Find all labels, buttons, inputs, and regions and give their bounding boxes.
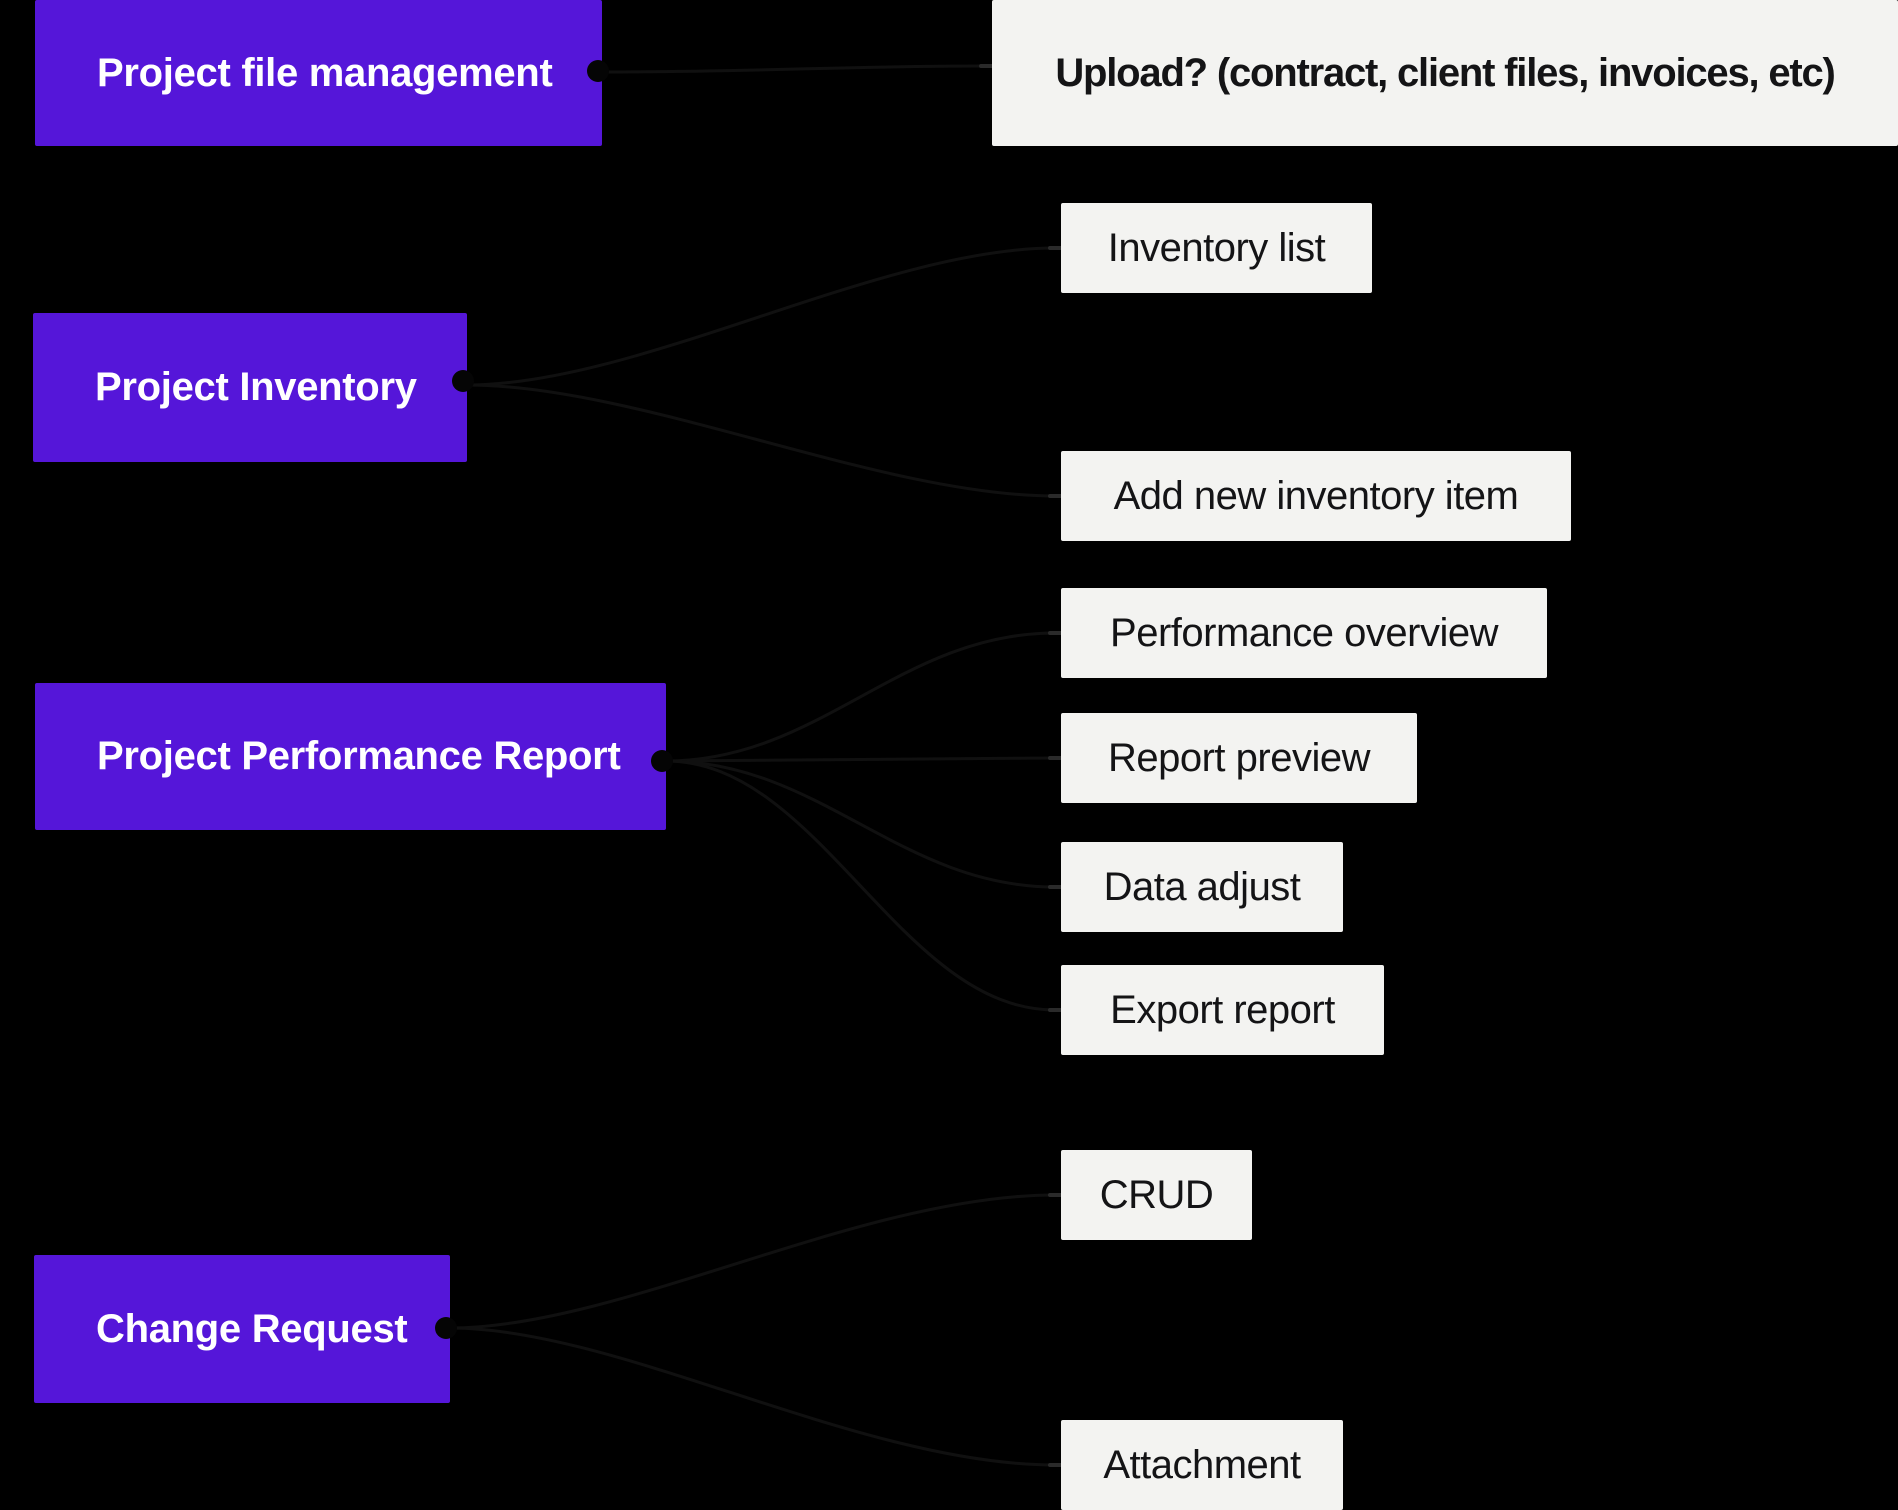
connector-line-inventory-inventory-list	[466, 246, 1056, 387]
connector-stub-data-adjust	[1048, 885, 1064, 889]
node-inventory-list[interactable]: Inventory list	[1061, 203, 1372, 293]
connector-line-change-request-attachment	[449, 1326, 1056, 1467]
connector-stub-add-new-inventory-item	[1048, 494, 1064, 498]
node-label: Data adjust	[1103, 864, 1301, 909]
node-upload[interactable]: Upload? (contract, client files, invoice…	[992, 0, 1898, 146]
node-label: Export report	[1110, 987, 1335, 1032]
node-label: Project Performance Report	[97, 734, 621, 778]
node-label: Change Request	[96, 1306, 408, 1351]
connector-stub-inventory-list	[1048, 246, 1064, 250]
connector-line-performance-overview	[665, 631, 1056, 763]
node-label: Project file management	[97, 50, 553, 95]
connector-line-inventory-add-new-item	[466, 383, 1056, 498]
connector-line-file-management-upload	[601, 64, 987, 74]
node-label: Attachment	[1103, 1442, 1301, 1487]
node-project-performance-report[interactable]: Project Performance Report	[35, 683, 666, 830]
connector-line-change-request-crud	[449, 1193, 1056, 1330]
node-performance-overview[interactable]: Performance overview	[1061, 588, 1547, 678]
connector-stub-crud	[1048, 1193, 1064, 1197]
node-label: CRUD	[1099, 1172, 1214, 1217]
connector-line-performance-data-adjust	[665, 759, 1056, 889]
node-report-preview[interactable]: Report preview	[1061, 713, 1417, 803]
connector-dot-project-inventory[interactable]	[452, 370, 474, 392]
node-crud[interactable]: CRUD	[1061, 1150, 1252, 1240]
connector-dot-project-file-management[interactable]	[587, 60, 609, 82]
node-label: Inventory list	[1107, 225, 1326, 270]
connector-stub-performance-overview	[1048, 631, 1064, 635]
node-label: Performance overview	[1110, 610, 1498, 655]
connector-line-performance-export-report	[665, 759, 1056, 1012]
connector-stub-upload	[979, 64, 995, 68]
node-change-request[interactable]: Change Request	[34, 1255, 450, 1403]
node-project-file-management[interactable]: Project file management	[35, 0, 602, 146]
node-data-adjust[interactable]: Data adjust	[1061, 842, 1343, 932]
node-export-report[interactable]: Export report	[1061, 965, 1384, 1055]
node-attachment[interactable]: Attachment	[1061, 1420, 1343, 1510]
connector-stub-attachment	[1048, 1463, 1064, 1467]
node-label: Upload? (contract, client files, invoice…	[1055, 50, 1836, 95]
node-label: Report preview	[1107, 735, 1371, 780]
connector-line-performance-report-preview	[665, 756, 1056, 763]
node-add-new-inventory-item[interactable]: Add new inventory item	[1061, 451, 1571, 541]
connector-stub-report-preview	[1048, 756, 1064, 760]
node-label: Project Inventory	[95, 365, 417, 409]
connector-stub-export-report	[1048, 1008, 1064, 1012]
node-label: Add new inventory item	[1113, 473, 1519, 518]
node-project-inventory[interactable]: Project Inventory	[33, 313, 467, 462]
connector-dot-change-request[interactable]	[435, 1317, 457, 1339]
connector-dot-project-performance-report[interactable]	[651, 750, 673, 772]
